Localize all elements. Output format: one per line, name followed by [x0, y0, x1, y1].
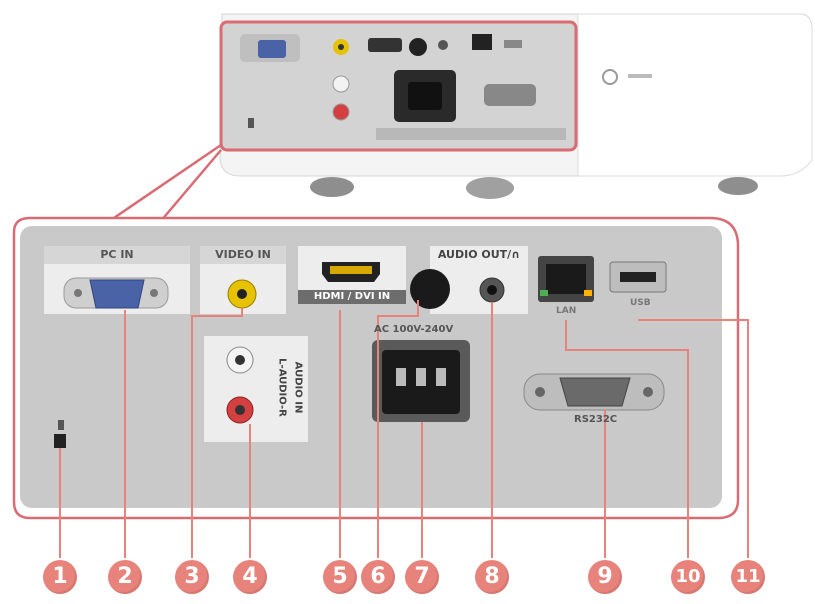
video-in-label: VIDEO IN — [200, 246, 286, 264]
callout-9: 9 — [588, 560, 622, 594]
usb-port-icon — [609, 261, 667, 293]
callout-4: 4 — [233, 560, 267, 594]
rs232c-port-icon — [523, 373, 665, 411]
rs232c-label: RS232C — [574, 414, 618, 425]
video-rca-icon — [227, 279, 257, 309]
audio-in-sub-label: L-AUDIO-R — [276, 358, 288, 417]
audio-rca-icon — [226, 346, 254, 424]
service-port-icon — [410, 269, 450, 309]
callout-7: 7 — [405, 560, 439, 594]
leader-lines — [59, 300, 749, 558]
zoom-connector — [107, 143, 222, 224]
hdmi-port-icon — [322, 262, 380, 282]
callout-6: 6 — [361, 560, 395, 594]
top-panel — [219, 20, 578, 152]
kensington-lock-icon — [54, 420, 66, 448]
callout-2: 2 — [108, 560, 142, 594]
callout-10: 10 — [671, 560, 705, 594]
logo-icon — [602, 69, 618, 85]
hdmi-label: HDMI / DVI IN — [298, 290, 406, 304]
audio-out-label: AUDIO OUT/∩ — [430, 246, 528, 264]
callout-11: 11 — [731, 560, 765, 594]
vga-port-icon — [63, 277, 169, 309]
audio-in-box — [204, 336, 308, 442]
audio-out-jack-icon — [479, 277, 505, 303]
audio-in-label: AUDIO IN — [292, 361, 304, 414]
lan-port-icon — [538, 256, 594, 302]
lan-label: LAN — [556, 306, 577, 316]
usb-label: USB — [630, 298, 651, 308]
callout-3: 3 — [175, 560, 209, 594]
ac-power-icon — [372, 340, 470, 422]
ac-label: AC 100V-240V — [374, 324, 454, 335]
callout-8: 8 — [475, 560, 509, 594]
pc-in-label: PC IN — [44, 246, 190, 264]
callout-5: 5 — [323, 560, 357, 594]
callout-1: 1 — [43, 560, 77, 594]
